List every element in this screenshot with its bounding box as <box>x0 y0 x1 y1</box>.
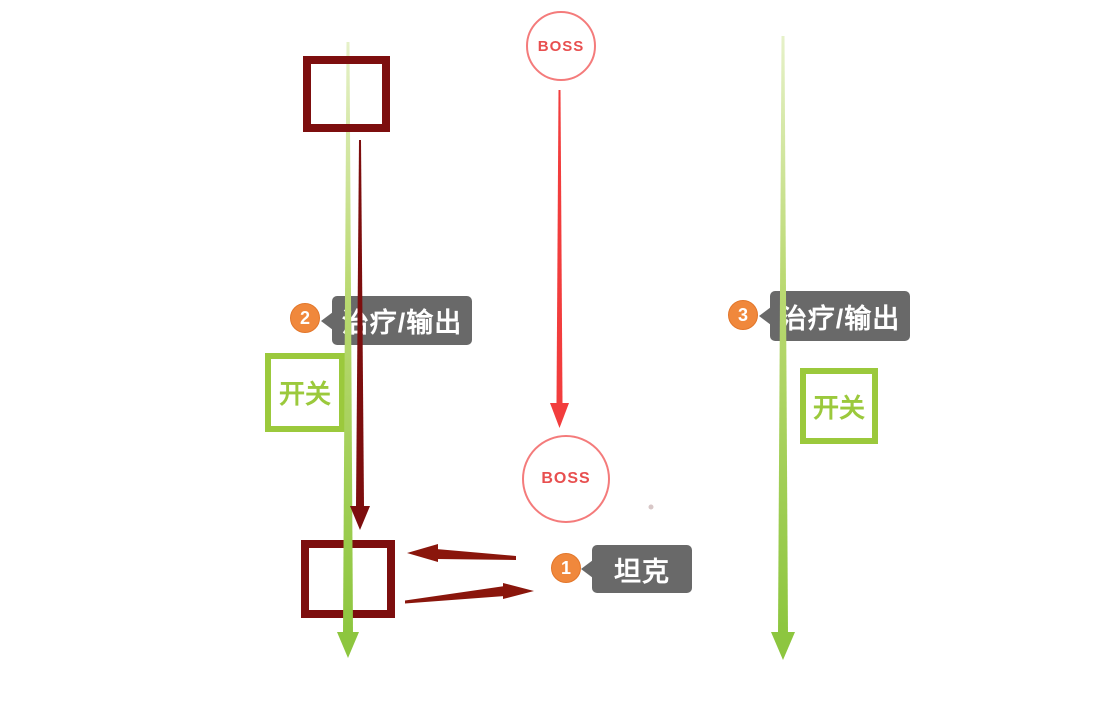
boss-circle-bottom: BOSS <box>522 435 610 523</box>
tank-arrow-left-shaft <box>436 549 516 560</box>
move-arrow-head <box>350 506 370 530</box>
tank-bubble: 坦克 <box>581 545 692 593</box>
heal-output-bubble-left: 治疗/输出 <box>321 296 472 345</box>
tank-arrow-left-head <box>407 544 438 562</box>
marker-number-3: 3 <box>737 304 748 325</box>
switch-box-left: 开关 <box>265 353 345 432</box>
bubble-tail <box>581 560 593 578</box>
player-square-bottom <box>301 540 395 618</box>
faint-dot <box>648 504 654 510</box>
marker-number-1: 1 <box>560 557 571 578</box>
lane-arrowhead-right <box>771 632 795 660</box>
marker-badge-1: 1 <box>551 553 581 583</box>
heal-output-bubble-right: 治疗/输出 <box>759 291 910 341</box>
marker-badge-3: 3 <box>728 300 758 330</box>
bubble-tail <box>759 307 771 325</box>
lane-arrowhead-left <box>337 632 359 658</box>
switch-label-left: 开关 <box>278 379 331 409</box>
marker-number-2: 2 <box>299 307 310 328</box>
tank-arrow-right-head <box>503 583 534 599</box>
switch-label-right: 开关 <box>812 392 865 423</box>
tank-label: 坦克 <box>614 556 670 587</box>
boss-move-arrow-shaft <box>556 90 563 403</box>
tank-arrow-right-shaft <box>405 586 505 604</box>
switch-box-right: 开关 <box>800 368 878 444</box>
boss-circle-top: BOSS <box>526 11 596 81</box>
marker-badge-2: 2 <box>290 303 320 333</box>
heal-output-label-right: 治疗/输出 <box>779 303 901 334</box>
boss-top-label: BOSS <box>537 37 585 55</box>
boss-move-arrow-head <box>550 403 569 428</box>
bubble-tail <box>321 311 333 330</box>
boss-bottom-label: BOSS <box>541 470 591 487</box>
player-square-top <box>303 56 390 132</box>
heal-output-label-left: 治疗/输出 <box>341 308 463 338</box>
